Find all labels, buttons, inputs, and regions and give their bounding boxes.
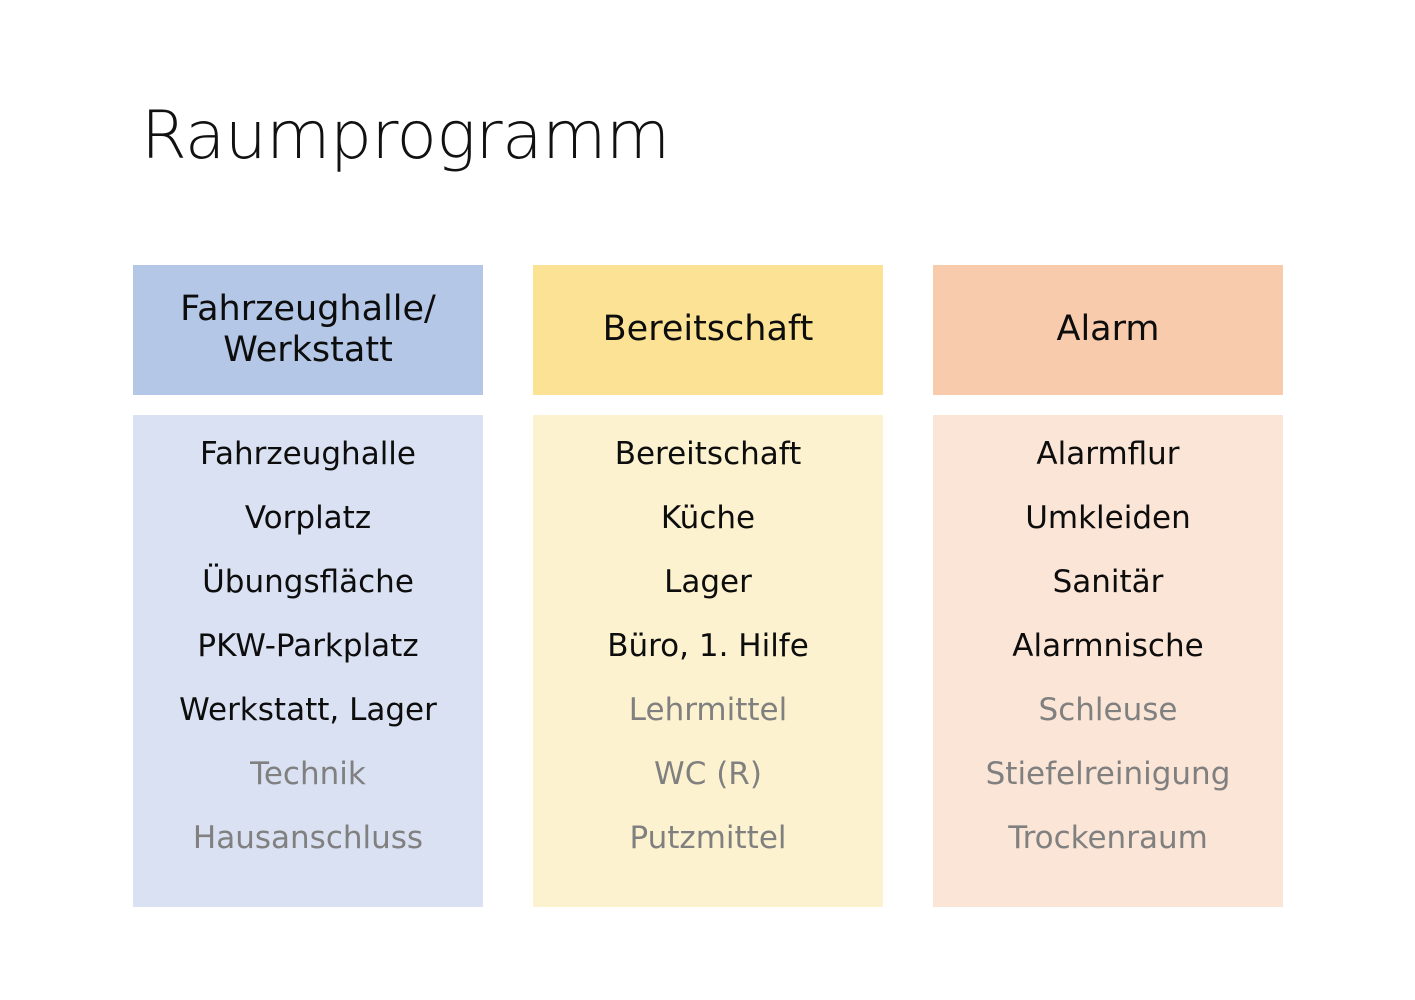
list-item: Umkleiden bbox=[1025, 500, 1191, 536]
list-item: Lehrmittel bbox=[628, 692, 788, 728]
list-item: Alarmflur bbox=[1036, 436, 1180, 472]
list-item: Bereitschaft bbox=[614, 436, 802, 472]
room-program-columns: Fahrzeughalle/ Werkstatt Fahrzeughalle V… bbox=[133, 265, 1283, 910]
list-item: Werkstatt, Lager bbox=[179, 692, 437, 728]
column-header-alarm[interactable]: Alarm bbox=[933, 265, 1283, 395]
column-alarm: Alarm Alarmflur Umkleiden Sanitär Alarmn… bbox=[933, 265, 1283, 907]
list-item: Trockenraum bbox=[1008, 820, 1208, 856]
list-item: WC (R) bbox=[654, 756, 762, 792]
list-item: Stiefelreinigung bbox=[985, 756, 1231, 792]
list-item: PKW-Parkplatz bbox=[197, 628, 419, 664]
list-item: Technik bbox=[250, 756, 366, 792]
list-item: Übungsfläche bbox=[202, 564, 414, 600]
list-item: Schleuse bbox=[1038, 692, 1178, 728]
column-fahrzeughalle-werkstatt: Fahrzeughalle/ Werkstatt Fahrzeughalle V… bbox=[133, 265, 483, 907]
list-item: Küche bbox=[660, 500, 756, 536]
column-body-fahrzeughalle-werkstatt: Fahrzeughalle Vorplatz Übungsfläche PKW-… bbox=[133, 415, 483, 907]
list-item: Lager bbox=[664, 564, 752, 600]
list-item: Fahrzeughalle bbox=[200, 436, 416, 472]
list-item: Büro, 1. Hilfe bbox=[607, 628, 809, 664]
list-item: Vorplatz bbox=[244, 500, 372, 536]
column-body-alarm: Alarmflur Umkleiden Sanitär Alarmnische … bbox=[933, 415, 1283, 907]
column-header-fahrzeughalle-werkstatt[interactable]: Fahrzeughalle/ Werkstatt bbox=[133, 265, 483, 395]
column-body-bereitschaft: Bereitschaft Küche Lager Büro, 1. Hilfe … bbox=[533, 415, 883, 907]
column-bereitschaft: Bereitschaft Bereitschaft Küche Lager Bü… bbox=[533, 265, 883, 907]
list-item: Hausanschluss bbox=[192, 820, 424, 856]
list-item: Sanitär bbox=[1052, 564, 1164, 600]
list-item: Putzmittel bbox=[629, 820, 787, 856]
list-item: Alarmnische bbox=[1012, 628, 1204, 664]
column-header-bereitschaft[interactable]: Bereitschaft bbox=[533, 265, 883, 395]
page-title: Raumprogramm bbox=[141, 97, 670, 174]
